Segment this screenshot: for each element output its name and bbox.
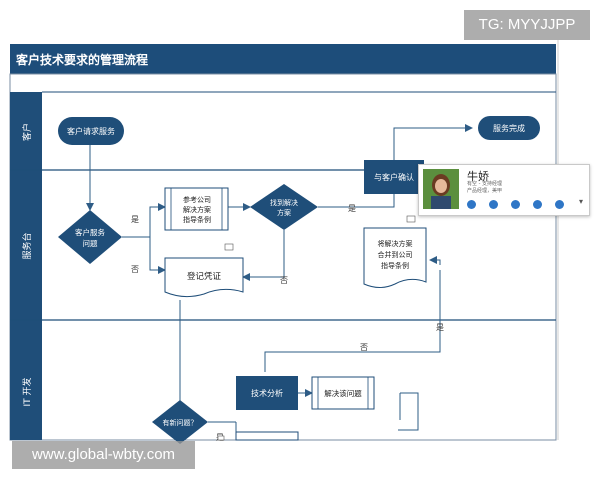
contact-avatar [423, 169, 459, 209]
diagram-title: 客户技术要求的管理流程 [15, 52, 148, 67]
node-solve-problem [311, 376, 375, 410]
lane-label-bg-servicedesk [10, 170, 42, 320]
edge-label-no-1: 否 [131, 265, 139, 274]
edge-label-no-3: 否 [360, 343, 368, 352]
video-icon[interactable] [511, 200, 520, 209]
node-reference-solution-l1: 参考公司 [183, 195, 211, 204]
contact-name: 牛娇 [467, 170, 489, 183]
node-confirm-customer-label: 与客户确认 [374, 172, 414, 182]
node-solve-problem-label: 解决该问题 [324, 388, 362, 398]
node-tech-analysis-label: 技术分析 [251, 388, 283, 398]
chevron-down-icon[interactable]: ▾ [579, 197, 584, 206]
phone-icon[interactable] [489, 200, 498, 209]
comment-icon [224, 243, 234, 251]
node-reference-solution [164, 187, 229, 231]
edge-label-yes-2: 是 [348, 204, 356, 213]
node-customer-request [58, 117, 124, 145]
lane-label-itdev: IT 开发 [21, 377, 33, 406]
node-customer-problem-l2: 问题 [83, 239, 98, 248]
node-customer-request-label: 客户请求服务 [67, 126, 115, 136]
node-register-cert-label: 登记凭证 [187, 271, 222, 282]
comment-icon [217, 435, 225, 441]
calendar-icon[interactable] [555, 200, 564, 209]
edge-label-no-2: 否 [280, 276, 288, 285]
node-confirm-customer [364, 160, 424, 194]
lane-label-bg-itdev [10, 320, 42, 440]
comment-icon [406, 215, 416, 223]
node-merge-solution [363, 227, 427, 288]
node-customer-problem [58, 210, 122, 264]
contact-card[interactable]: 牛娇 有空 - 支持经理 产品经理，美甲 ▾ [418, 164, 590, 216]
lane-label-servicedesk: 服务台 [21, 232, 33, 259]
lane-label-customer: 客户 [21, 123, 33, 141]
node-found-solution [250, 184, 318, 230]
node-new-problem-label: 有新问题？ [163, 418, 198, 427]
node-service-done-label: 服务完成 [493, 123, 525, 133]
node-merge-solution-l2: 合并到公司 [378, 250, 413, 259]
edge-label-yes-1: 是 [131, 215, 139, 224]
chat-icon[interactable] [467, 200, 476, 209]
node-tech-analysis [236, 376, 298, 410]
watermark-tg: TG: MYYJJPP [464, 10, 590, 40]
node-service-done [478, 116, 540, 140]
contact-status: 有空 - 支持经理 [467, 181, 502, 187]
lane-label-bg-customer [10, 92, 42, 170]
node-new-problem [152, 400, 208, 444]
node-register-cert [164, 257, 244, 298]
email-icon[interactable] [533, 200, 542, 209]
node-merge-solution-l1: 将解决方案 [378, 239, 413, 248]
node-customer-problem-l1: 客户服务 [75, 227, 105, 237]
node-reference-solution-l2: 解决方案 [183, 205, 211, 214]
node-merge-solution-l3: 指导条例 [381, 261, 409, 270]
node-found-solution-l1: 找到解决 [270, 198, 298, 207]
diagram-header [10, 44, 556, 74]
contact-title: 产品经理，美甲 [467, 188, 503, 194]
edge-label-yes-3: 是 [436, 323, 444, 332]
node-reference-solution-l3: 指导条例 [183, 215, 211, 224]
node-found-solution-l2: 方案 [277, 208, 291, 217]
watermark-url: www.global-wbty.com [12, 441, 195, 469]
